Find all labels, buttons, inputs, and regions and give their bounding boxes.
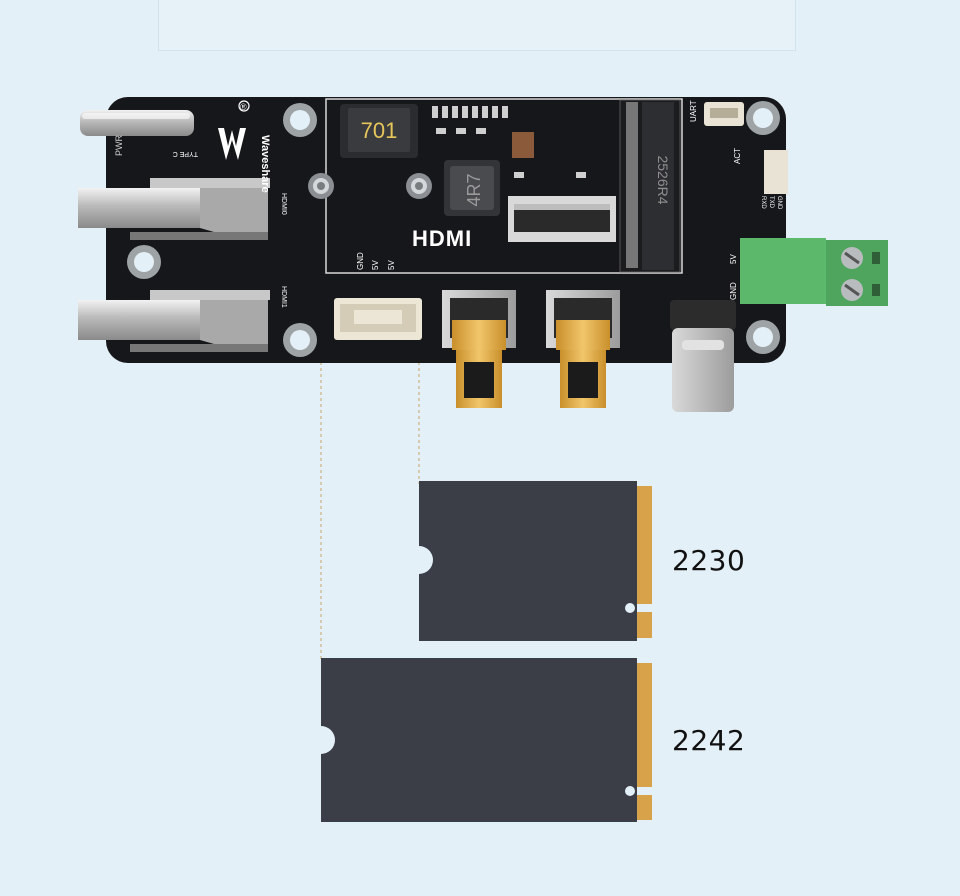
inductor-large-marking: 701 <box>361 118 398 143</box>
hdmi-logo-text: HDMI <box>412 226 472 251</box>
usb-c-plug <box>670 300 736 412</box>
power-header-3pin <box>334 298 422 340</box>
silk-5v-terminal: 5V <box>729 254 738 264</box>
silk-5v-a: 5V <box>371 260 380 270</box>
silk-hdmi0: HDMI0 <box>280 193 287 215</box>
inductor-small-marking: 4R7 <box>464 173 484 206</box>
standoff <box>406 173 432 199</box>
mounting-hole <box>746 320 780 354</box>
hdmi0-connector <box>78 178 270 240</box>
ssd-2242-label: 2242 <box>672 724 746 757</box>
mounting-hole <box>283 323 317 357</box>
silk-gnd: GND <box>356 252 365 270</box>
ssd-2230 <box>419 481 652 641</box>
usb-c-power-connector <box>80 110 194 136</box>
silk-rxd: RXD <box>760 196 766 209</box>
inductor-large <box>340 104 418 158</box>
side-connector <box>764 150 788 194</box>
standoff <box>308 173 334 199</box>
mounting-hole <box>283 103 317 137</box>
silk-gnd-uart: GND <box>776 196 782 210</box>
registered-mark: ® <box>240 102 247 112</box>
ssd-2230-label: 2230 <box>672 544 746 577</box>
silk-hdmi1: HDMI1 <box>280 286 287 308</box>
silk-5v-b: 5V <box>387 260 396 270</box>
mini-hdmi-adapter-1 <box>546 290 620 408</box>
mini-hdmi-adapter-0 <box>442 290 516 408</box>
ssd-2242 <box>321 658 652 822</box>
silk-txd: TXD <box>768 196 774 209</box>
m2-slot <box>619 99 681 273</box>
smd-components <box>432 106 586 178</box>
silk-uart: UART <box>689 100 698 122</box>
mounting-hole <box>746 101 780 135</box>
inductor-small <box>444 160 500 216</box>
silk-gnd-terminal: GND <box>729 282 738 300</box>
waveshare-logo <box>218 100 250 160</box>
silk-type-c: TYPE C <box>173 150 198 157</box>
hdmi1-connector <box>78 290 270 352</box>
silk-pwr: PWR <box>114 135 124 156</box>
top-frame <box>158 0 796 51</box>
silk-act: ACT <box>733 148 742 164</box>
fpc-connector <box>508 196 616 242</box>
mounting-hole <box>127 245 161 279</box>
m2-slot-marking: 2526R4 <box>655 155 671 204</box>
brand-text: Waveshare <box>259 135 271 193</box>
terminal-block <box>740 238 888 306</box>
uart-connector <box>704 102 744 126</box>
